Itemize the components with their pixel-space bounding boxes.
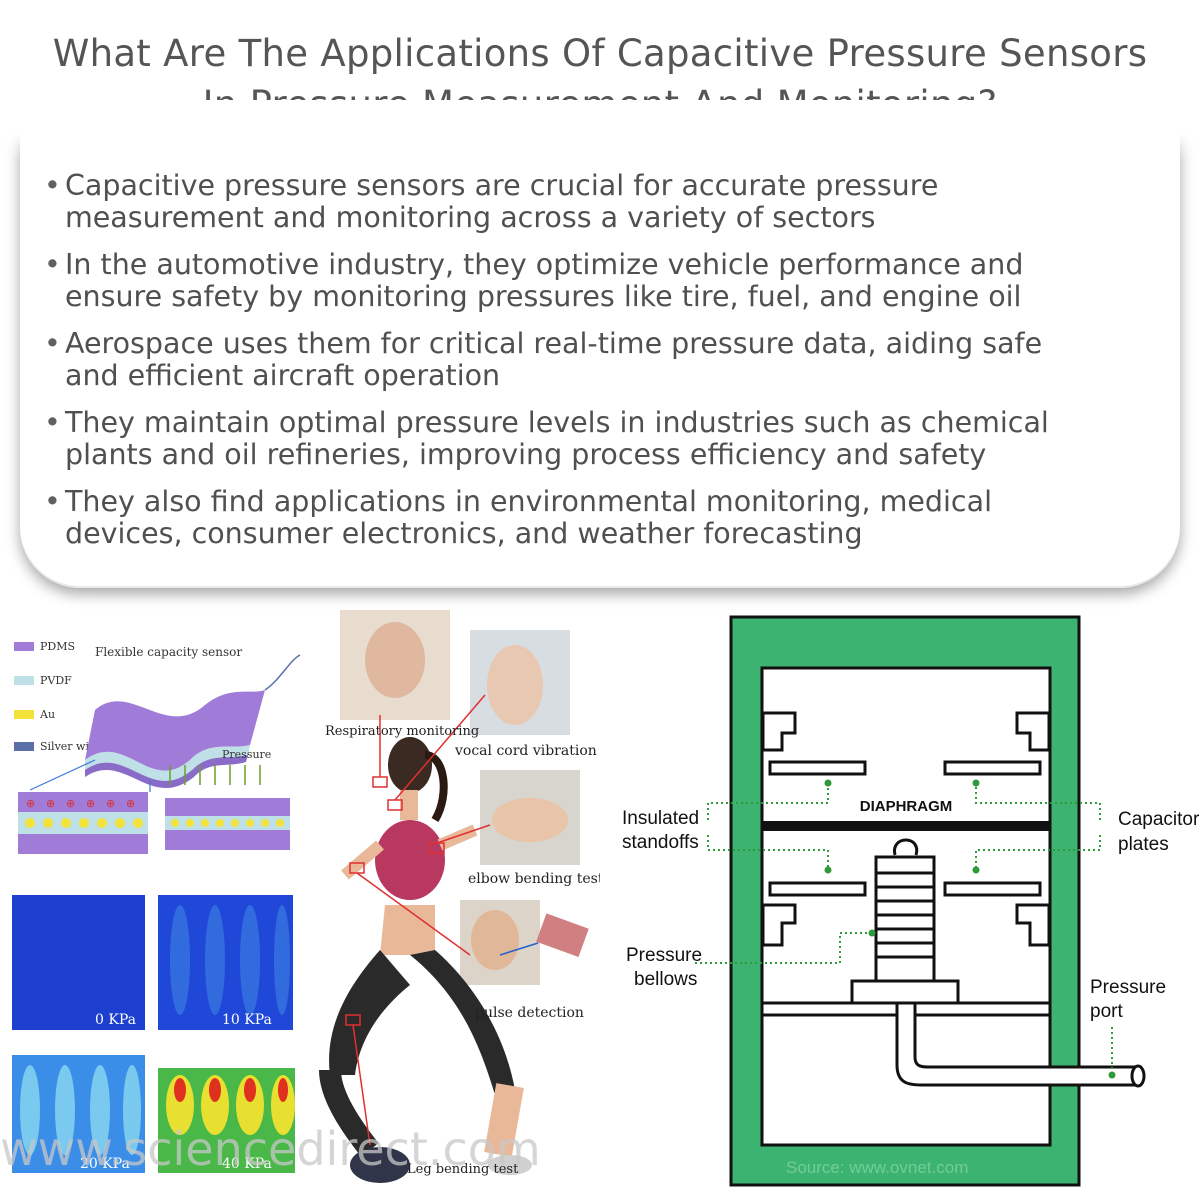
bullet-item: They maintain optimal pressure levels in… [44,407,1164,471]
svg-text:Au: Au [39,708,55,721]
bullet-item: Aerospace uses them for critical real-ti… [44,328,1164,392]
insulated-label-line1: Insulated [622,808,699,829]
simulation-0kpa: 0 KPa [12,895,145,1030]
svg-text:40 KPa: 40 KPa [222,1156,272,1172]
standoff-upper-right [1015,711,1051,752]
diaphragm [762,821,1050,831]
simulation-20kpa: 20 KPa [12,1055,145,1173]
bullet-item: In the automotive industry, they optimiz… [44,249,1164,313]
callout-arrows [345,694,491,1146]
callout-lines [695,783,1113,1073]
svg-text:⊕: ⊕ [26,797,35,810]
svg-text:www.sciencedirect.com: www.sciencedirect.com [0,1122,541,1176]
capacitor-label-line2: plates [1118,834,1169,855]
svg-text:⊕: ⊕ [46,797,55,810]
sensor-sheet [29,654,301,792]
legend: PDMS PVDF Au Silver wire [14,640,101,753]
capacitor-plate-lower-left [768,881,867,897]
bullet-item: Capacitive pressure sensors are crucial … [44,170,1164,234]
svg-text:⊕: ⊕ [66,797,75,810]
insulated-label-line2: standoffs [622,832,699,853]
flexible-sensor-figure: PDMS PVDF Au Silver wire Flexible capaci… [0,610,310,1190]
svg-text:⊕: ⊕ [126,797,135,810]
wearable-sensor-figure: Respiratory monitoring vocal cord vibrat… [310,605,604,1195]
simulation-40kpa: 40 KPa [158,1068,295,1173]
bellows-label-line1: Pressure [626,945,702,966]
bellows-label-line2: bellows [634,969,697,990]
svg-text:10 KPa: 10 KPa [222,1012,272,1028]
pressure-bellows [850,838,960,1005]
pressure-label: Pressure [222,748,271,761]
runner-figure [319,737,532,1183]
label-elbow: elbow bending test [468,871,600,887]
svg-text:20 KPa: 20 KPa [80,1156,130,1172]
svg-text:Silver wire: Silver wire [40,740,101,753]
bullet-item: They also find applications in environme… [44,486,1164,550]
standoff-upper-left [761,711,797,752]
sensor-label: Flexible capacity sensor [95,645,242,659]
diaphragm-label: DIAPHRAGM [860,798,953,815]
capacitor-plate-upper-right [943,760,1042,776]
port-label-line2: port [1090,1001,1123,1022]
source-credit: Source: www.ovnet.com [786,1158,968,1177]
label-respiratory: Respiratory monitoring [325,724,479,739]
svg-text:PVDF: PVDF [40,674,72,687]
title-line-1: What Are The Applications Of Capacitive … [52,32,1148,75]
capacitor-plate-upper-left [768,760,867,776]
label-leg: Leg bending test [407,1162,519,1177]
standoff-lower-right [1015,903,1051,947]
cross-section-unpressed: ⊕ ⊕ ⊕ ⊕ ⊕ ⊕ [18,792,148,854]
port-label-line1: Pressure [1090,977,1166,998]
pressure-arrows [169,765,261,785]
label-pulse: pulse detection [475,1005,584,1021]
svg-text:⊕: ⊕ [106,797,115,810]
svg-text:PDMS: PDMS [40,640,75,653]
simulation-10kpa: 10 KPa [158,895,293,1030]
standoff-lower-left [761,903,797,947]
capacitive-sensor-diagram: DIAPHRAGM [610,605,1200,1195]
bullet-list: Capacitive pressure sensors are crucial … [44,170,1164,565]
capacitor-plate-lower-right [943,881,1042,897]
label-vocal-cord: vocal cord vibration [454,743,597,759]
svg-text:⊕: ⊕ [86,797,95,810]
watermark: www.sciencedirect.com [0,1122,541,1176]
svg-text:0 KPa: 0 KPa [95,1012,136,1028]
cross-section-pressed [165,798,290,850]
capacitor-label-line1: Capacitor [1118,809,1200,830]
